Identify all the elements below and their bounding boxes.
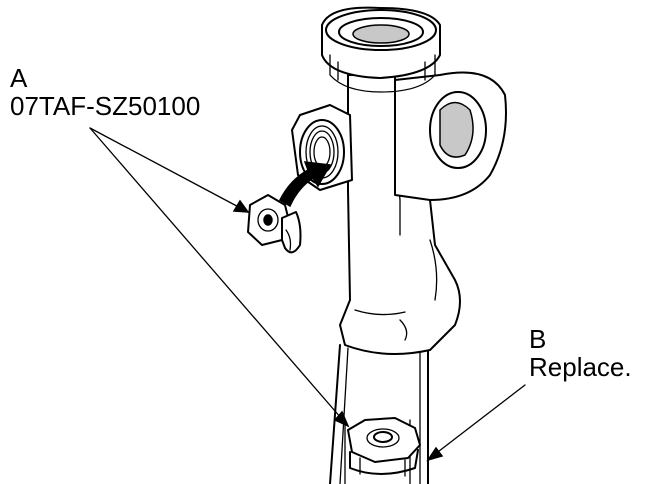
callout-a-leaders <box>89 127 350 428</box>
callout-a-letter: A <box>10 63 28 93</box>
callout-b-note: Replace. <box>529 352 632 382</box>
side-flange <box>394 71 507 201</box>
rack-guide-nut-b <box>347 417 421 477</box>
valve-body <box>339 74 461 355</box>
insertion-arrow <box>279 161 332 208</box>
lower-tube <box>329 344 429 484</box>
top-cap <box>321 6 441 93</box>
callout-a-part-number: 07TAF-SZ50100 <box>10 91 201 121</box>
callout-b-letter: B <box>529 324 547 354</box>
special-tool-a <box>247 194 302 254</box>
callout-b-leader <box>426 384 526 462</box>
